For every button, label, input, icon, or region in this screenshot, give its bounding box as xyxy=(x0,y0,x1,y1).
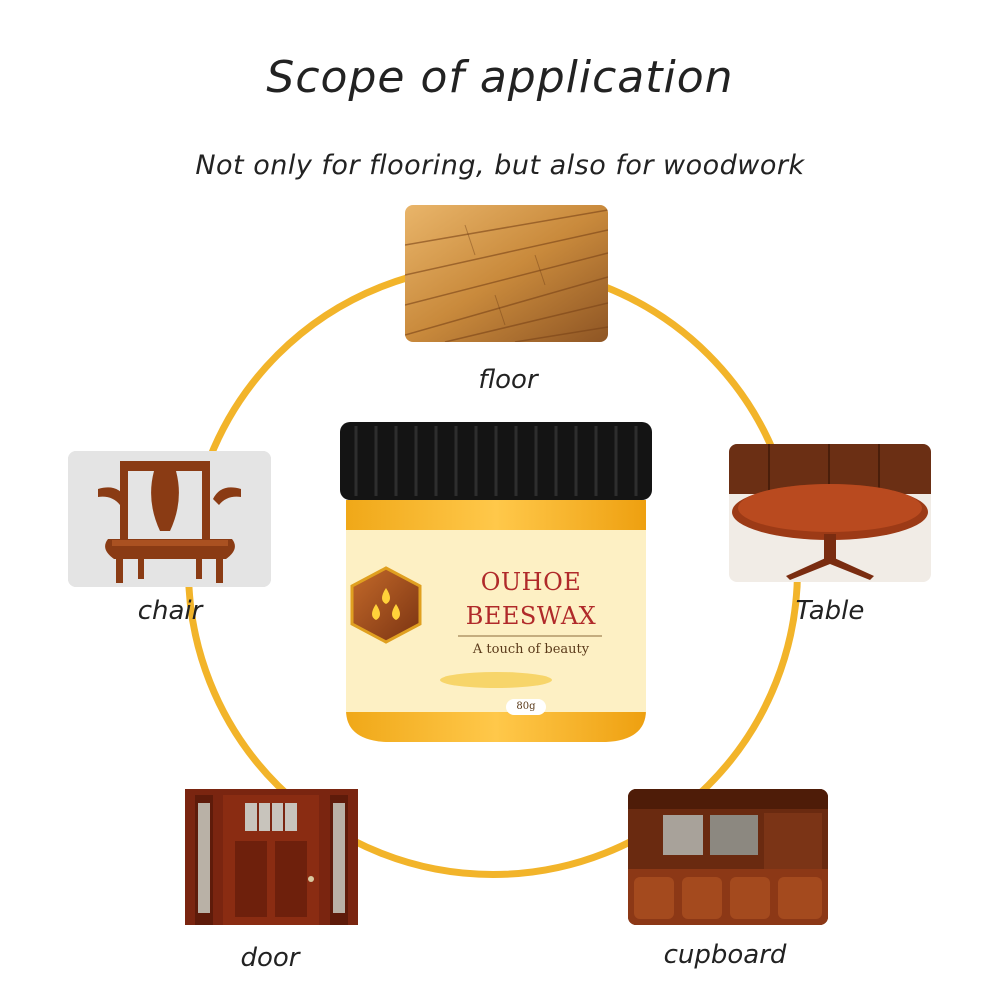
floor-label: floor xyxy=(478,365,538,395)
product-tagline: A touch of beauty xyxy=(472,642,590,657)
door-label: door xyxy=(240,943,300,973)
cupboard-label: cupboard xyxy=(663,940,787,970)
cupboard-photo xyxy=(628,789,828,925)
wooden-door-photo xyxy=(185,789,358,925)
chair-label: chair xyxy=(137,596,203,626)
round-table-photo xyxy=(729,444,931,582)
beeswax-jar: OUHOE BEESWAX A touch of beauty 80g xyxy=(336,418,656,748)
page-title: Scope of application xyxy=(266,52,734,103)
wooden-chair-photo xyxy=(68,451,271,587)
page-subtitle: Not only for flooring, but also for wood… xyxy=(195,150,805,181)
product-weight: 80g xyxy=(516,701,536,712)
wood-floor-photo xyxy=(405,205,608,342)
product-name: BEESWAX xyxy=(465,602,597,630)
table-label: Table xyxy=(795,596,865,626)
product-brand: OUHOE xyxy=(480,568,582,596)
